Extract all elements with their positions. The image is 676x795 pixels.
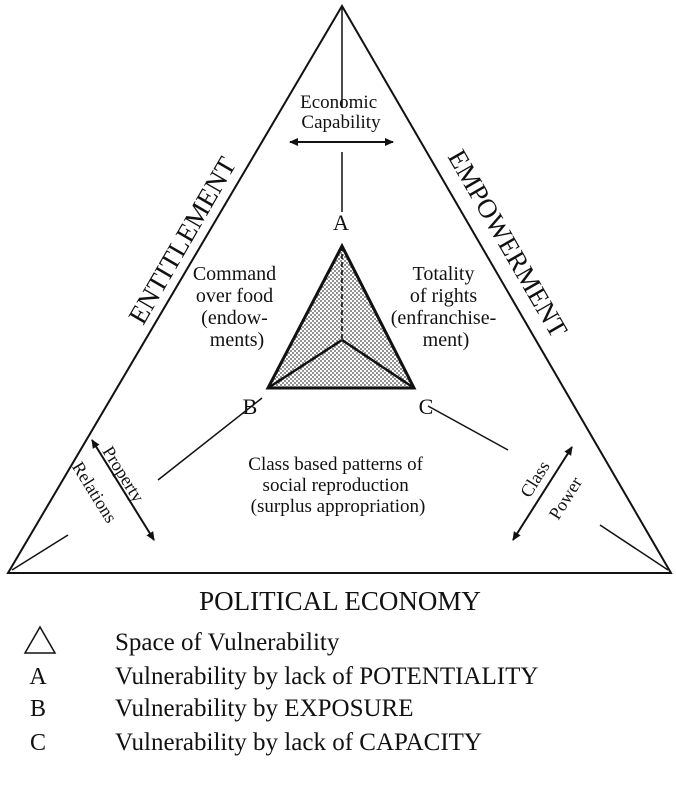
class-label: Class: [516, 457, 554, 501]
economic-capability-label-line-2: Capability: [301, 112, 381, 133]
vertex-label-b: B: [243, 394, 258, 419]
totality-of-rights-label: Totality of rights (enfranchise- ment): [391, 263, 502, 351]
vertex-label-c: C: [419, 394, 434, 419]
economic-capability-label-line-1: Economic: [300, 92, 377, 113]
legend-key-a: A: [29, 663, 47, 690]
class-patterns-line-2: social reproduction: [263, 475, 410, 496]
outer-triangle: [6, 4, 673, 574]
triangle-outline-icon: [20, 624, 60, 662]
totality-of-rights-line-2: of rights: [410, 285, 477, 307]
vertex-label-a: A: [333, 210, 349, 235]
side-label-political-economy: POLITICAL ECONOMY: [199, 586, 481, 616]
totality-of-rights-line-4: ment): [423, 329, 470, 351]
command-over-food-line-4: ments): [210, 329, 264, 351]
legend-item-c: C Vulnerability by lack of CAPACITY: [0, 728, 676, 758]
class-power-arrow: [512, 446, 573, 541]
connector-b-upper: [157, 397, 263, 481]
legend-text-c: Vulnerability by lack of CAPACITY: [115, 729, 482, 756]
connector-c-upper: [427, 405, 509, 451]
legend-item-space: Space of Vulnerability: [0, 624, 676, 658]
connector-b-lower: [11, 534, 69, 571]
legend-key-b: B: [29, 695, 46, 722]
spoke-c: [341, 338, 415, 390]
command-over-food-line-1: Command: [193, 263, 276, 285]
command-over-food-line-3: (endow-: [201, 307, 268, 329]
legend-key-c: C: [29, 729, 46, 756]
totality-of-rights-line-3: (enfranchise-: [391, 307, 497, 329]
legend-text-space: Space of Vulnerability: [115, 629, 340, 656]
inner-vulnerability-triangle: [265, 242, 417, 390]
command-over-food-label: Command over food (endow- ments): [193, 263, 281, 351]
legend-item-b: B Vulnerability by EXPOSURE: [0, 694, 676, 724]
class-patterns-line-1: Class based patterns of: [248, 454, 423, 475]
class-patterns-label: Class based patterns of social reproduct…: [248, 454, 427, 517]
class-power-label: Class Power: [516, 457, 586, 523]
legend-text-b: Vulnerability by EXPOSURE: [115, 695, 414, 722]
diagram-canvas: ENTITLEMENT EMPOWERMENT POLITICAL ECONOM…: [6, 4, 673, 616]
legend-text-a: Vulnerability by lack of POTENTIALITY: [115, 663, 539, 690]
class-patterns-line-3: (surplus appropriation): [251, 496, 426, 517]
command-over-food-line-2: over food: [196, 285, 273, 307]
economic-capability-label: Economic Capability: [300, 92, 382, 133]
property-relations-arrow: [91, 439, 155, 541]
spoke-b: [267, 338, 343, 390]
totality-of-rights-line-1: Totality: [413, 263, 475, 285]
legend-item-a: A Vulnerability by lack of POTENTIALITY: [0, 662, 676, 692]
connector-c-lower: [599, 524, 669, 571]
